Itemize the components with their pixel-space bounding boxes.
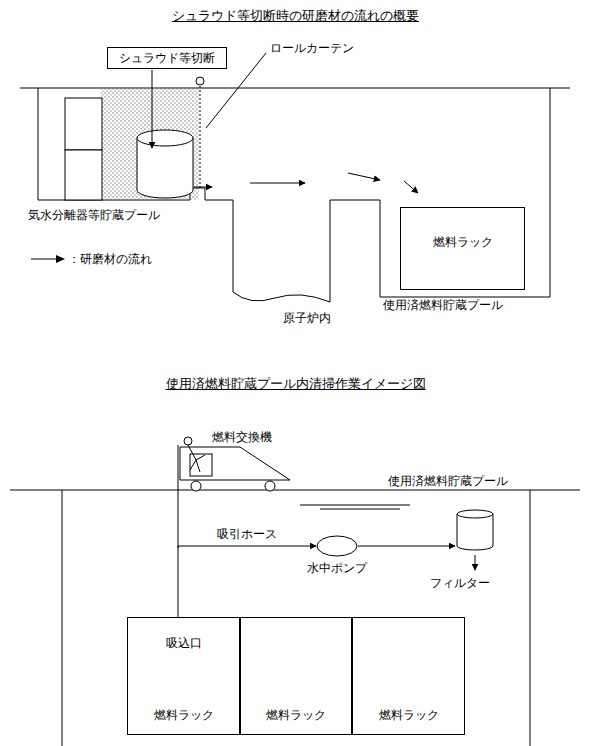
fuel-exchanger bbox=[180, 447, 290, 480]
flow-arrow bbox=[194, 187, 212, 188]
node-label: 燃料ラック bbox=[154, 708, 214, 722]
flow-arrow bbox=[348, 173, 380, 180]
diagram-title: シュラウド等切断時の研磨材の流れの概要 bbox=[0, 8, 591, 24]
filter: フィルター bbox=[420, 508, 500, 590]
hose-connector bbox=[178, 546, 316, 617]
filter-body bbox=[457, 514, 493, 550]
filter-shape bbox=[455, 508, 495, 552]
roll-curtain bbox=[200, 86, 201, 188]
curtain-roll bbox=[196, 77, 204, 85]
shroud-top bbox=[137, 130, 193, 146]
machine-label: 燃料交換機 bbox=[212, 430, 272, 444]
part-label: ロールカーテン bbox=[270, 41, 354, 55]
pump-shape bbox=[316, 535, 358, 557]
pump-ellipse bbox=[317, 536, 357, 556]
flow-arrow bbox=[404, 181, 418, 193]
shroud-cylinder bbox=[137, 138, 193, 198]
pointer-arrow bbox=[152, 70, 153, 148]
node-label: 燃料ラック bbox=[433, 235, 493, 249]
pool-outline bbox=[20, 88, 570, 302]
legend-arrow bbox=[30, 253, 68, 265]
suction-pipe bbox=[178, 445, 179, 548]
pump: 水中ポンプ bbox=[297, 535, 377, 575]
separator-box bbox=[65, 98, 102, 150]
operator-body bbox=[188, 445, 205, 472]
hose-connector bbox=[358, 546, 455, 547]
wheel bbox=[191, 481, 201, 491]
fuel-rack: 燃料ラック bbox=[240, 617, 352, 735]
pool-label: 使用済燃料貯蔵プール bbox=[388, 474, 508, 488]
edge-label: 吸引ホース bbox=[215, 527, 279, 541]
pool-label: 気水分離器等貯蔵プール bbox=[28, 208, 160, 222]
node-label: シュラウド等切断 bbox=[119, 51, 215, 65]
water-surface bbox=[300, 505, 410, 509]
cut-label-box: シュラウド等切断 bbox=[107, 47, 227, 69]
inlet-label: 吸込口 bbox=[166, 636, 202, 650]
separator-box bbox=[65, 150, 102, 200]
pool-label: 使用済燃料貯蔵プール bbox=[383, 298, 503, 312]
wheel bbox=[265, 481, 275, 491]
node-label: フィルター bbox=[430, 576, 490, 590]
fuel-rack: 燃料ラック bbox=[352, 617, 465, 735]
legend-text: ：研磨材の流れ bbox=[68, 252, 152, 266]
stippled-area bbox=[101, 89, 199, 200]
legend-entry: ：研磨材の流れ bbox=[30, 252, 152, 266]
flow-arrow bbox=[250, 183, 305, 184]
node-label: 燃料ラック bbox=[266, 708, 326, 722]
fuel-rack: 燃料ラック bbox=[400, 207, 525, 290]
reactor-label: 原子炉内 bbox=[283, 311, 331, 325]
node-label: 燃料ラック bbox=[379, 708, 439, 722]
fuel-rack: 吸込口燃料ラック bbox=[127, 617, 240, 735]
operator-head bbox=[184, 437, 192, 445]
node-label: 水中ポンプ bbox=[307, 561, 367, 575]
filter-top bbox=[457, 510, 493, 518]
section-title: 使用済燃料貯蔵プール内清掃作業イメージ図 bbox=[0, 376, 591, 392]
outlet-arrow bbox=[475, 555, 476, 570]
pool-outline bbox=[10, 490, 580, 746]
